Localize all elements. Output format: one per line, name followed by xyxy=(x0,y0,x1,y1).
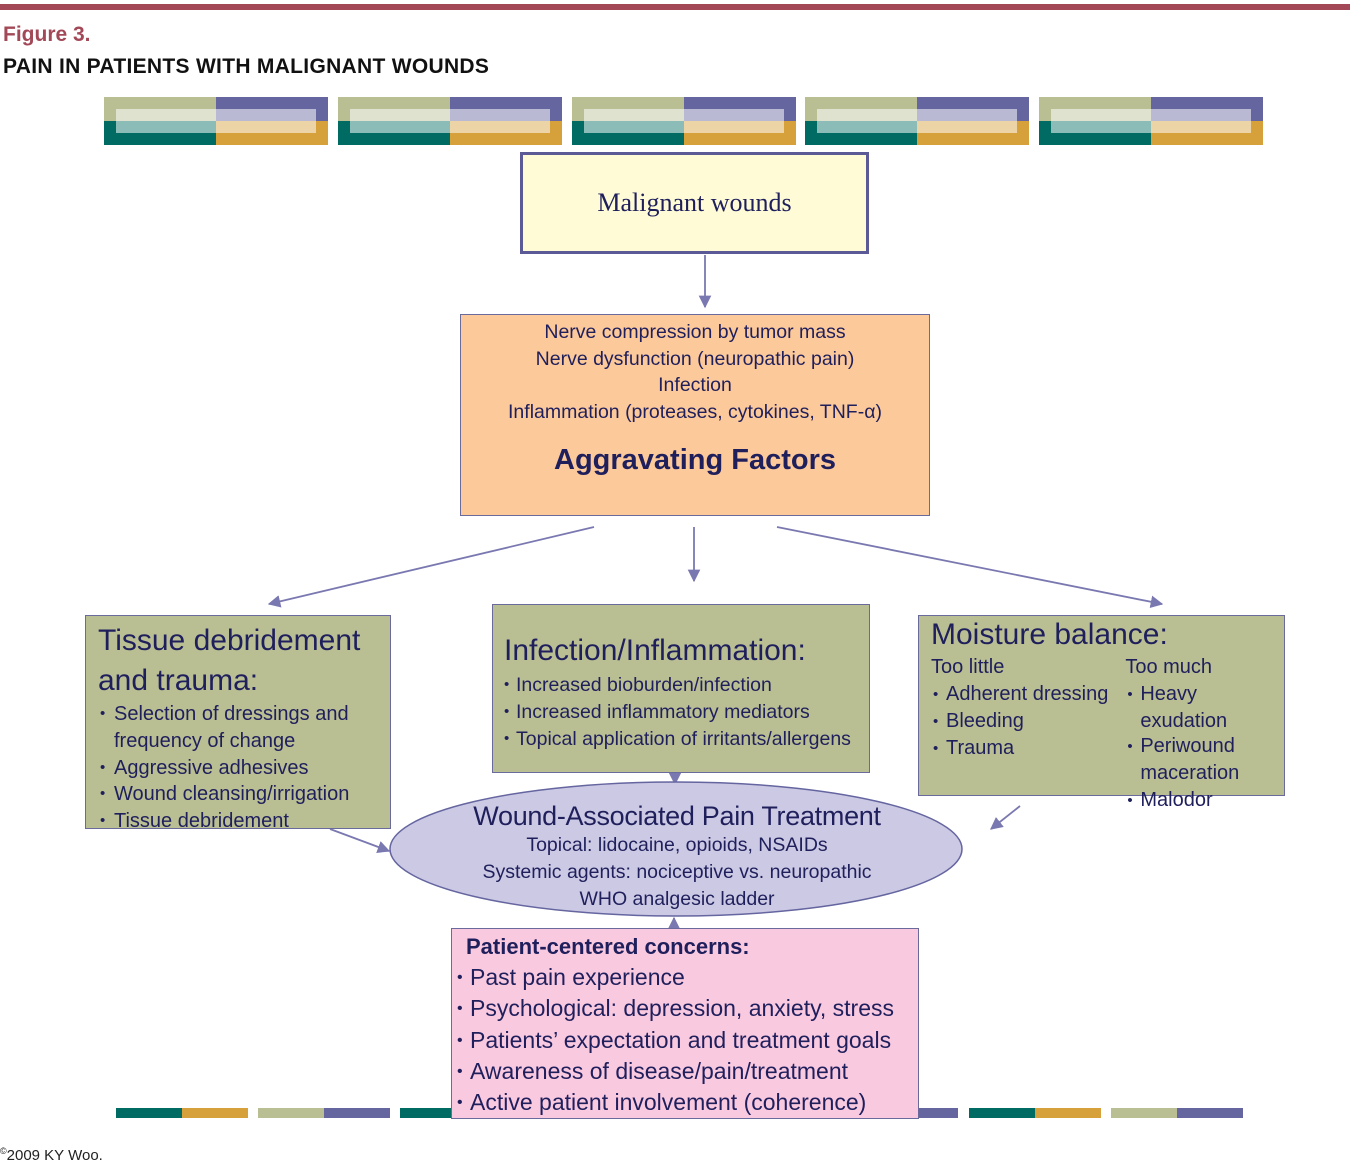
tissue-heading: Tissue debridement xyxy=(98,624,361,657)
top-banner-3 xyxy=(572,97,796,145)
edge-aggravating-tissue xyxy=(267,526,595,608)
list-item: Increased bioburden/infection xyxy=(504,672,869,699)
tissue-debridement-node: Tissue debridement and trauma: Selection… xyxy=(85,615,391,835)
treatment-node-shape xyxy=(389,781,963,917)
aggravating-factors-node: Nerve compression by tumor mass Nerve dy… xyxy=(460,314,930,516)
treatment-line: Systemic agents: nociceptive vs. neuropa… xyxy=(482,861,872,883)
list-item: Active patient involvement (coherence) xyxy=(457,1087,918,1119)
moisture-heading: Moisture balance: xyxy=(931,618,1168,651)
list-item: Tissue debridement xyxy=(98,808,390,835)
list-item: Trauma xyxy=(931,735,1125,762)
copyright-notice: ©2009 KY Woo. xyxy=(0,1146,103,1162)
too-little-label: Too little xyxy=(931,656,1005,678)
list-item: Awareness of disease/pain/treatment xyxy=(457,1056,918,1088)
list-item: Wound cleansing/irrigation xyxy=(98,781,390,808)
too-much-column: Too much Heavy exudation Periwound macer… xyxy=(1125,654,1284,816)
aggravating-heading: Aggravating Factors xyxy=(554,443,836,476)
patient-concerns-node: Patient-centered concerns: Past pain exp… xyxy=(451,928,919,1119)
list-item: Malodor xyxy=(1125,789,1284,812)
edge-aggravating-moisture xyxy=(776,526,1164,608)
patient-list: Past pain experience Psychological: depr… xyxy=(457,962,918,1119)
list-item: Psychological: depression, anxiety, stre… xyxy=(457,993,918,1025)
top-accent-rule xyxy=(0,4,1350,10)
list-item-continuation: frequency of change xyxy=(114,729,296,752)
figure-label: Figure 3. xyxy=(3,23,91,46)
malignant-wounds-node: Malignant wounds xyxy=(520,152,869,254)
too-much-label: Too much xyxy=(1125,656,1213,678)
list-item: Topical application of irritants/allerge… xyxy=(504,726,869,753)
too-little-column: Too little Adherent dressing Bleeding Tr… xyxy=(931,654,1125,816)
moisture-balance-node: Moisture balance: Too little Adherent dr… xyxy=(918,615,1285,812)
aggravating-line: Nerve compression by tumor mass xyxy=(544,321,846,343)
infection-heading: Infection/Inflammation: xyxy=(504,634,806,667)
list-item-continuation: maceration xyxy=(1140,762,1240,784)
copyright-symbol: © xyxy=(0,1146,7,1156)
top-banner-4 xyxy=(805,97,1029,145)
treatment-line: WHO analgesic ladder xyxy=(579,888,775,910)
list-item: Aggressive adhesives xyxy=(98,755,390,782)
tissue-heading: and trauma: xyxy=(98,664,259,697)
list-item: Increased inflammatory mediators xyxy=(504,699,869,726)
tissue-list: Selection of dressings and frequency of … xyxy=(98,701,390,835)
copyright-text: 2009 KY Woo. xyxy=(6,1147,103,1162)
list-item: Patients’ expectation and treatment goal… xyxy=(457,1025,918,1057)
figure-title: PAIN IN PATIENTS WITH MALIGNANT WOUNDS xyxy=(3,55,490,78)
aggravating-line: Nerve dysfunction (neuropathic pain) xyxy=(535,347,855,370)
top-banner-2 xyxy=(338,97,562,145)
infection-list: Increased bioburden/infection Increased … xyxy=(504,672,869,752)
list-item: Heavy exudation xyxy=(1125,681,1284,735)
aggravating-line: Inflammation (proteases, cytokines, TNF-… xyxy=(508,401,882,424)
list-item: Periwound xyxy=(1125,735,1284,758)
top-banner-5 xyxy=(1039,97,1263,145)
infection-inflammation-node: Infection/Inflammation: Increased biobur… xyxy=(492,604,870,773)
malignant-wounds-label: Malignant wounds xyxy=(597,188,792,217)
list-item: Bleeding xyxy=(931,708,1125,735)
top-banner-1 xyxy=(104,97,328,145)
list-item: Selection of dressings and xyxy=(98,701,390,728)
treatment-line: Topical: lidocaine, opioids, NSAIDs xyxy=(526,834,828,856)
list-item: Past pain experience xyxy=(457,962,918,994)
edge-moisture-treatment xyxy=(990,805,1021,830)
pain-treatment-node: Wound-Associated Pain Treatment Topical:… xyxy=(392,800,962,913)
aggravating-line: Infection xyxy=(658,374,732,397)
treatment-heading: Wound-Associated Pain Treatment xyxy=(473,801,881,831)
list-item: Adherent dressing xyxy=(931,681,1125,708)
patient-heading: Patient-centered concerns: xyxy=(466,934,750,959)
